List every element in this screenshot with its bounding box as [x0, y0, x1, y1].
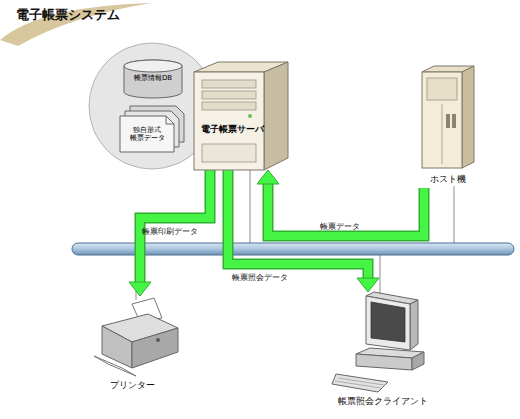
drawing-part	[332, 374, 388, 392]
node-label: ホスト機	[430, 174, 480, 185]
node-label: 帳票照会クライアント	[338, 396, 432, 407]
diagram-title: 電子帳票システム	[16, 6, 120, 24]
drawing-part	[248, 114, 252, 118]
drawing-part	[412, 352, 424, 370]
drawing-part	[422, 72, 462, 168]
drawing-part	[94, 356, 136, 376]
drawing-part	[156, 338, 160, 342]
drawing-part	[268, 184, 424, 236]
printer-device-shape	[92, 296, 182, 392]
drawing-part	[202, 80, 256, 88]
drawing-part	[427, 78, 457, 100]
node-label: 帳票情報DB	[124, 74, 182, 82]
drawing-part	[371, 302, 405, 342]
drawing-part	[228, 170, 368, 278]
drawing-part	[228, 170, 368, 278]
drawing-part	[335, 381, 381, 388]
drawing-part	[410, 300, 418, 350]
drawing-part	[140, 170, 210, 282]
drawing-part	[202, 144, 256, 162]
network-drop	[250, 170, 251, 243]
printer-device: プリンター	[92, 296, 182, 392]
drawing-part	[194, 72, 264, 170]
drawing-part	[202, 102, 256, 110]
data-flow-arrow	[257, 170, 424, 236]
node-label: プリンター	[110, 380, 180, 391]
flow-label: 帳票照会データ	[232, 272, 288, 283]
drawing-part	[442, 104, 443, 164]
drawing-part	[129, 282, 151, 296]
drawing-part	[268, 184, 424, 236]
drawing-part	[356, 354, 412, 370]
server-tower-shape	[194, 58, 288, 170]
drawing-part	[366, 296, 410, 350]
drawing-part	[140, 170, 210, 282]
drawing-part	[257, 170, 279, 184]
network-drop	[380, 255, 381, 296]
client-pc-shape	[332, 292, 432, 412]
title-swoosh	[0, 3, 152, 46]
drawing-part	[202, 91, 256, 99]
data-flow-arrow	[228, 170, 379, 292]
drawing-part	[462, 66, 474, 168]
drawing-part	[132, 328, 178, 368]
drawing-part	[264, 62, 288, 170]
node-label: 電子帳票サーバ	[198, 124, 266, 134]
client-pc: 帳票照会クライアント	[332, 292, 432, 412]
data-flow-arrow	[129, 170, 210, 296]
drawing-part	[452, 114, 456, 128]
node-label: 独自形式 帳票データ	[122, 126, 172, 143]
drawing-part	[124, 60, 182, 98]
host-computer: ホスト機	[416, 64, 480, 188]
server-tower: 電子帳票サーバ	[194, 58, 288, 170]
drawing-part	[446, 114, 450, 128]
drawing-part	[124, 60, 182, 72]
network-drop	[454, 186, 455, 243]
drawing-part	[338, 378, 384, 385]
database-cylinder: 帳票情報DB	[122, 58, 184, 100]
flow-label: 帳票印刷データ	[142, 226, 198, 237]
document-stack: 独自形式 帳票データ	[118, 106, 188, 154]
drawing-part	[166, 116, 174, 124]
host-computer-shape	[416, 64, 480, 188]
drawing-part	[357, 278, 379, 292]
flow-label: 帳票データ	[320, 221, 360, 232]
drawing-part	[120, 116, 174, 152]
